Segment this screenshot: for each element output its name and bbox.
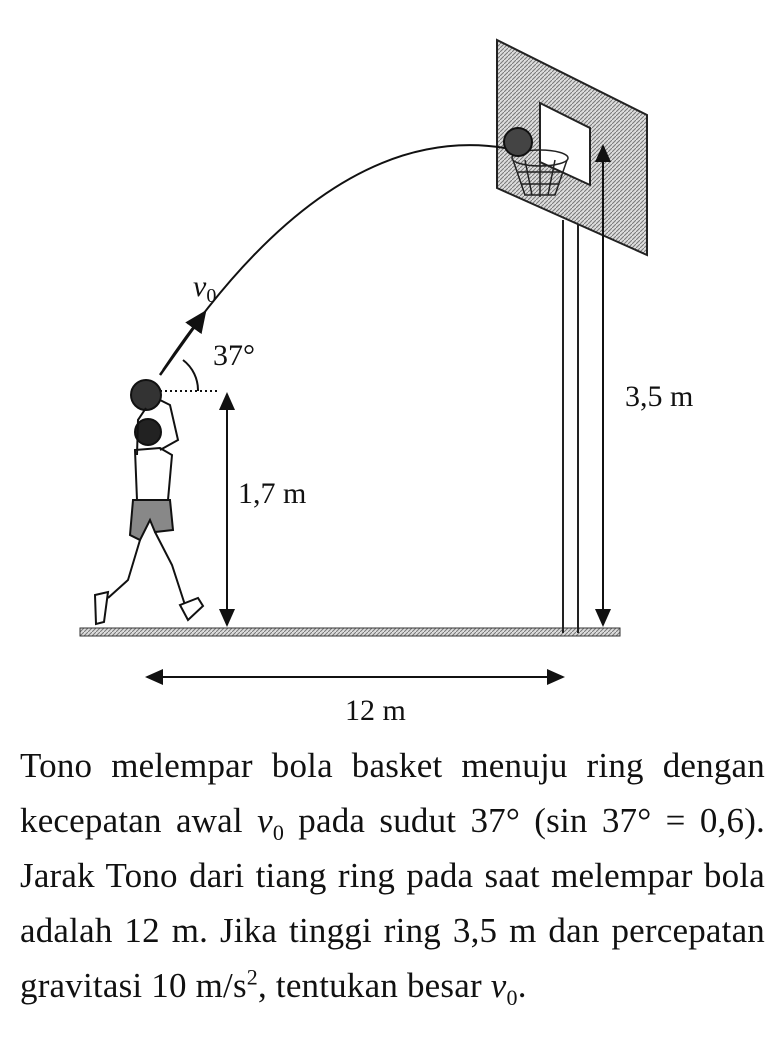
text-part: . (517, 966, 527, 1005)
ground (79, 627, 621, 637)
v0-label: v0 (193, 270, 216, 307)
basket-net (511, 149, 569, 197)
throw-height-label: 1,7 m (238, 477, 306, 510)
subscript: 0 (506, 985, 518, 1010)
ring-height-label: 3,5 m (625, 380, 693, 413)
problem-text: Tono melempar bola basket menuju ring de… (20, 738, 765, 1013)
v0-symbol: v (490, 966, 507, 1005)
superscript: 2 (246, 964, 258, 990)
trajectory (162, 144, 506, 371)
hoop-pole (562, 220, 579, 633)
text-part: , tentukan besar (258, 966, 491, 1005)
v0-symbol: v (257, 801, 273, 840)
ball-at-hoop (503, 127, 533, 157)
text-part: Tono melempar bola basket menuju ring de… (20, 746, 765, 840)
velocity-arrow (158, 309, 207, 376)
subscript: 0 (272, 820, 285, 845)
angle-arc (182, 359, 200, 392)
text-part: pada sudut 37° (sin 37° = 0,6). Jarak To… (20, 801, 766, 1005)
angle-label: 37° (213, 339, 255, 372)
player-figure (93, 379, 205, 626)
basketball-diagram: v0 37° 3,5 m 1,7 m 12 m (79, 38, 693, 727)
distance-label: 12 m (345, 694, 406, 727)
